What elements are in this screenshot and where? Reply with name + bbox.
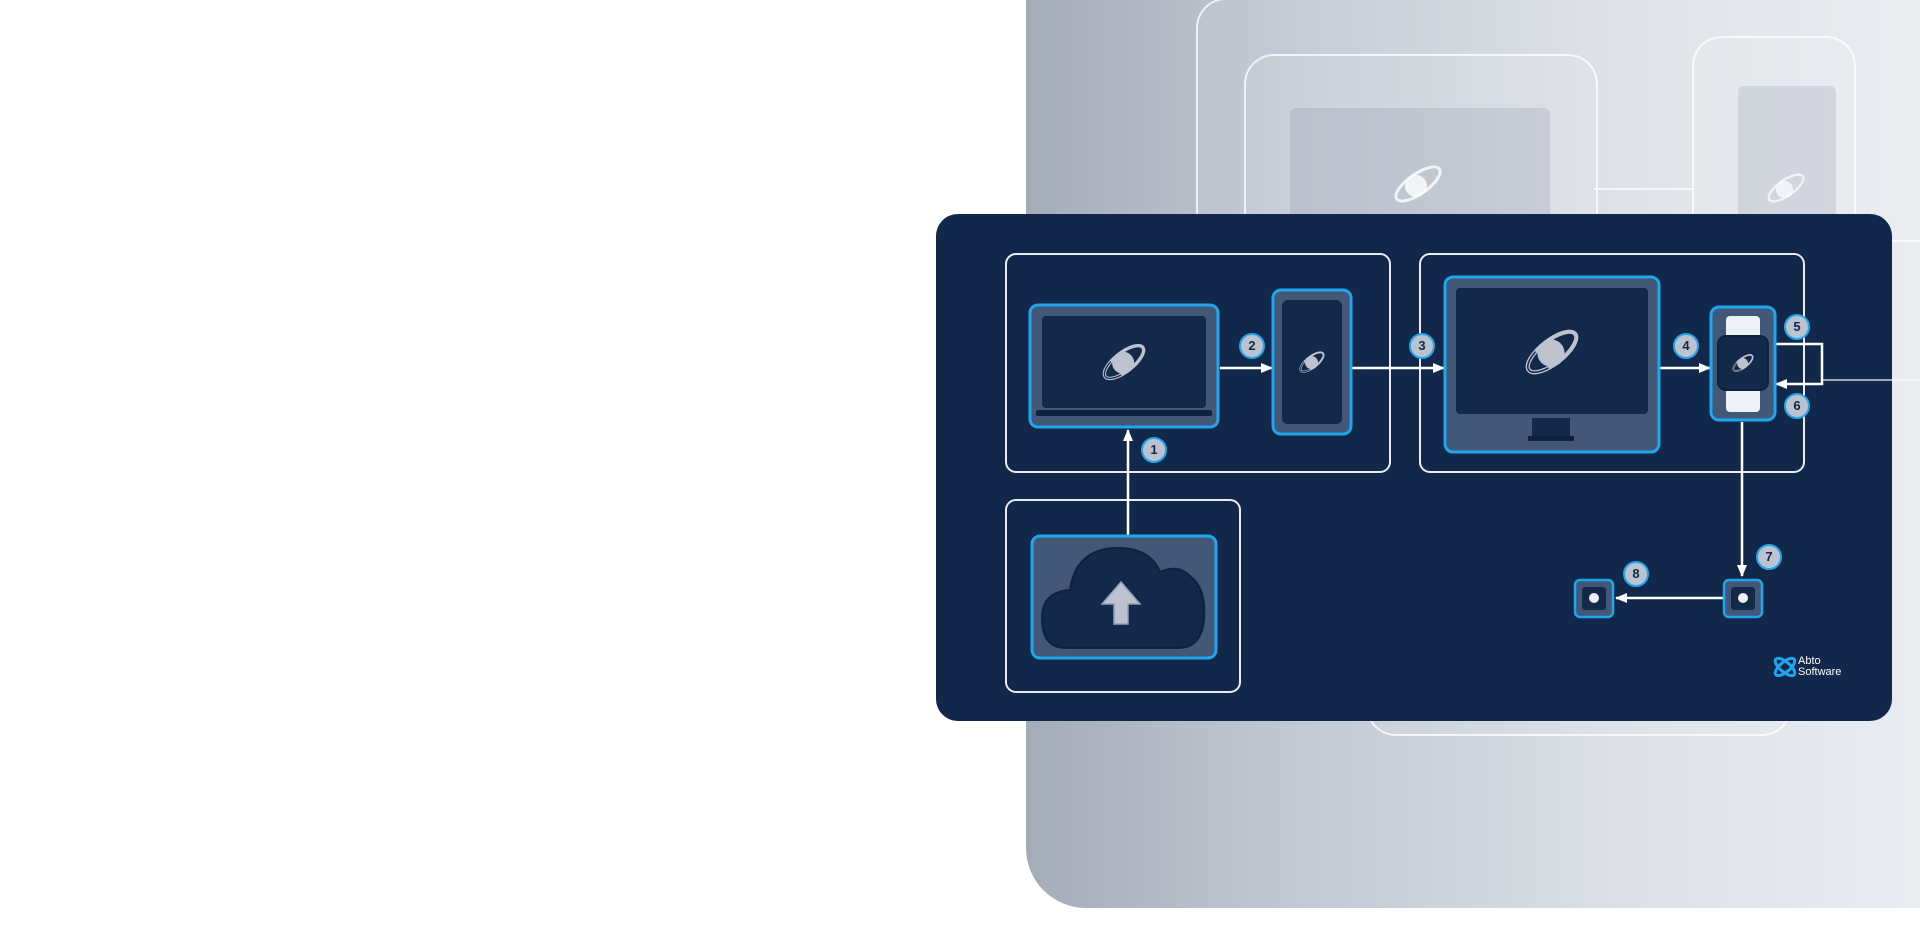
step-badge-3: 3 (1409, 333, 1435, 359)
group-box-cloud (1005, 499, 1241, 693)
step-badge-6: 6 (1784, 393, 1810, 419)
step-badge-2: 2 (1239, 333, 1265, 359)
brand-line-2: Software (1798, 666, 1842, 678)
group-box-displays (1419, 253, 1805, 473)
abto-logo-icon (1773, 656, 1797, 678)
ghost-orbit-logo-icon-small (1767, 173, 1805, 203)
ghost-device-left (1196, 0, 1920, 242)
laptop-icon (1028, 303, 1220, 429)
ghost-orbit-logo-icon (1394, 165, 1442, 203)
step-badge-4: 4 (1673, 333, 1699, 359)
group-box-endpoints (1005, 253, 1391, 473)
brand-line-1: Abto (1798, 655, 1821, 667)
brand-wordmark: Abto Software (1798, 656, 1841, 678)
phone-icon (1271, 288, 1353, 436)
step-badge-7: 7 (1756, 544, 1782, 570)
sensor-icon-left (1573, 578, 1615, 619)
arrow-5-6-loop (1775, 342, 1824, 389)
monitor-icon (1443, 275, 1661, 454)
step-badge-5: 5 (1784, 314, 1810, 340)
sensor-icon-right (1722, 578, 1764, 619)
step-badge-8: 8 (1623, 561, 1649, 587)
cloud-upload-icon (1030, 534, 1218, 660)
smartwatch-icon (1709, 305, 1777, 422)
step-badge-1: 1 (1141, 437, 1167, 463)
ghost-link-line (1594, 188, 1692, 190)
